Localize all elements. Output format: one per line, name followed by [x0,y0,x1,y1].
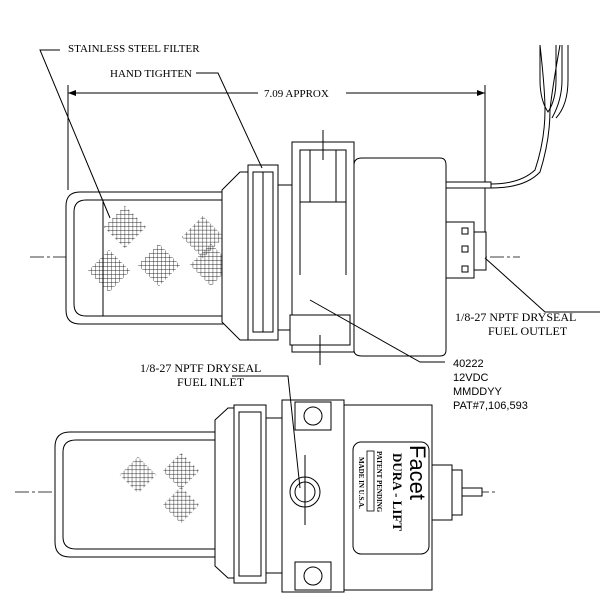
leader-filter [39,49,111,219]
date-code: MMDDYY [453,386,503,398]
inlet-label-line1: 1/8-27 NPTF DRYSEAL [140,361,261,375]
origin: MADE IN U.S.A. [357,457,365,509]
dimension-label: 7.09 APPROX [264,88,329,100]
outlet-label-line1: 1/8-27 NPTF DRYSEAL [455,310,576,324]
inlet-label-line2: FUEL INLET [177,375,245,389]
leader-inlet [232,375,301,489]
hand-tighten-label: HAND TIGHTEN [110,68,192,80]
bottom-view: Facet DURA - LIFT PATENT PENDING MADE IN… [15,375,495,593]
motor-bottom [343,404,483,591]
outlet-label-line2: FUEL OUTLET [488,324,568,338]
product-name: DURA - LIFT [390,453,405,531]
nameplate [352,441,430,555]
hand-tighten-ring-bottom [214,404,283,584]
top-view [30,44,600,365]
voltage: 12VDC [453,372,489,384]
brand-logo: Facet [405,445,430,500]
leader-label [309,299,445,363]
lead-wires [490,44,569,189]
leader-outlet [484,257,600,313]
filter-label: STAINLESS STEEL FILTER [68,43,200,55]
pump-body [289,130,355,365]
filter-bowl [65,191,245,325]
motor [353,157,492,357]
filter-bowl-bottom [54,431,230,558]
patent-number: PAT#7,106,593 [453,400,528,412]
leader-hand-tighten [196,72,263,169]
pump-body-bottom [281,399,345,593]
patent-status: PATENT PENDING [375,451,383,513]
nameplate-text: Facet DURA - LIFT PATENT PENDING MADE IN… [357,445,430,531]
hand-tighten-ring [221,164,293,341]
part-number: 40222 [453,358,484,370]
